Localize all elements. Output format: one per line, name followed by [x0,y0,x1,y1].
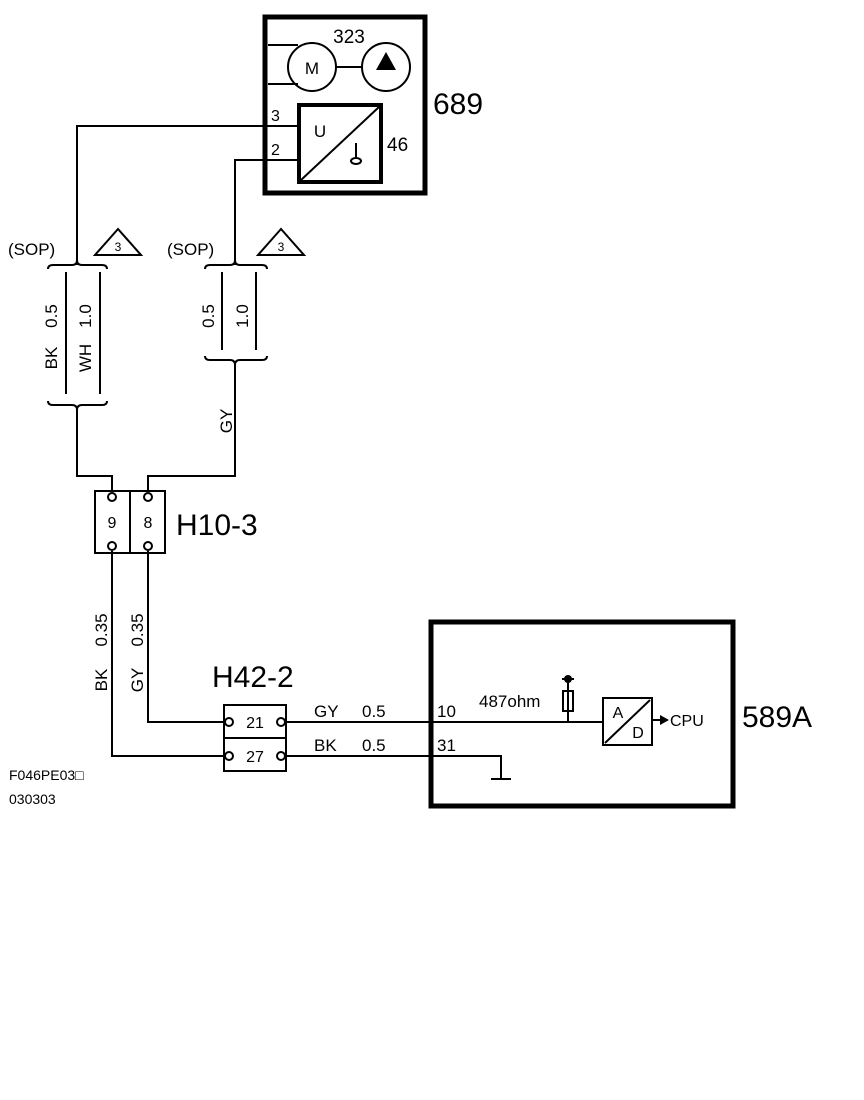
h10-3-pin-9: 9 [108,515,117,532]
bottom-color-gy: GY [314,702,339,721]
pin-3-label: 3 [271,108,280,125]
h42-2-id: H42-2 [212,661,294,694]
wire-size-bk: 0.5 [42,304,61,328]
bottom-color-bk: BK [314,736,337,755]
wire-color-bk: BK [42,346,61,369]
pin-2-label: 2 [271,142,280,159]
sensor-number: 46 [387,135,408,156]
wire-to-pin8 [147,365,236,492]
resistor-symbol [562,690,574,712]
h42-2-pin-21: 21 [246,715,264,732]
unit-689-box [262,14,428,196]
wire-bk-035 [111,551,225,757]
wire-color-wh: WH [76,344,95,372]
pin-10-label: 10 [437,702,456,721]
connector-h10-3: 9 8 H10-3 [94,490,258,554]
pump-number: 323 [333,27,365,48]
adc-a-label: A [613,705,624,722]
motor-label: M [305,59,319,78]
sensor-box [297,103,383,184]
unit-689: M 323 U 46 3 2 689 [262,14,483,196]
brace-bottom-left [47,400,108,411]
wire-size-wh: 1.0 [76,304,95,328]
note-number-left: 3 [115,240,122,254]
sensor-label: U [314,122,326,141]
h10-3-pin-8: 8 [144,515,153,532]
pump-arrow-icon [376,52,396,70]
float-icon [350,143,362,165]
unit-589a-box [428,619,736,809]
brace-top-right [204,259,268,270]
footer-date: 030303 [9,791,56,807]
wire-size-a: 0.5 [199,304,218,328]
note-number-right: 3 [278,240,285,254]
resistor-label: 487ohm [479,692,540,711]
footer-code: F046PE03□ [9,767,84,783]
note-triangle-icon [92,227,144,256]
unit-589a-id: 589A [742,701,812,734]
pin-31-label: 31 [437,736,456,755]
sop-label-right: (SOP) [167,240,214,259]
sop-label-left: (SOP) [8,240,55,259]
adc-d-label: D [632,725,644,742]
bottom-size-bk: 0.5 [362,736,386,755]
wire-pin2 [234,159,268,265]
mid-color-gy: GY [128,668,147,693]
bottom-size-gy: 0.5 [362,702,386,721]
note-triangle-icon [255,227,307,256]
h10-3-id: H10-3 [176,509,258,542]
mid-size-bk: 0.35 [92,613,111,646]
wire-size-b: 1.0 [233,304,252,328]
wire-to-pin9 [76,410,113,492]
unit-589a: 10 31 487ohm A D CPU 589A [428,619,812,809]
brace-top-left [47,259,108,270]
h42-2-pin-27: 27 [246,749,264,766]
mid-size-gy: 0.35 [128,613,147,646]
adc-box [602,697,653,746]
wire-pin3 [76,125,268,265]
arrow-right-icon [660,715,669,725]
wire-gy-035 [147,551,225,723]
wire-color-gy: GY [217,409,236,434]
harness-left: (SOP) 3 0.5 BK 1.0 WH [8,227,144,411]
connector-h42-2: 21 27 H42-2 [212,661,294,772]
mid-color-bk: BK [92,668,111,691]
pump-symbol [361,42,411,92]
brace-bottom-right [204,355,268,366]
cpu-label: CPU [670,713,704,730]
unit-689-id: 689 [433,88,483,121]
